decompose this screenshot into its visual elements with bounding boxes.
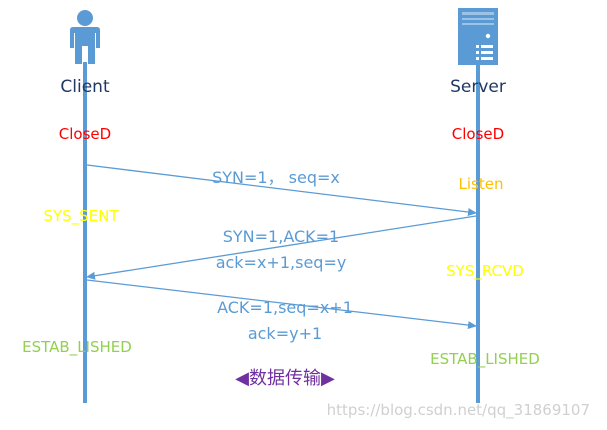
- watermark: https://blog.csdn.net/qq_31869107: [327, 401, 590, 420]
- server-state-listen: Listen: [459, 175, 504, 193]
- data-transfer-text: 数据传输: [249, 368, 321, 389]
- data-transfer-label: ◀数据传输▶: [235, 368, 335, 389]
- server-state-established: ESTAB_LISHED: [430, 350, 540, 369]
- syn-ack-arrow: [86, 215, 477, 280]
- client-state-closed: CloseD: [59, 125, 111, 143]
- server-state-syn-rcvd: SYS_RCVD: [446, 262, 524, 281]
- client-label: Client: [60, 77, 110, 97]
- person-icon: [70, 10, 100, 64]
- left-arrow-icon: ◀: [235, 368, 249, 389]
- syn-arrow: [86, 164, 477, 216]
- ack-arrow: [86, 279, 477, 330]
- client-state-established: ESTAB_LISHED: [22, 338, 132, 357]
- syn-ack-message-line-2: ack=x+1,seq=y: [216, 253, 347, 272]
- server-icon: [458, 8, 498, 65]
- right-arrow-icon: ▶: [321, 368, 335, 389]
- ack-message-line-1: ACK=1,seq=x+1: [217, 298, 353, 317]
- client-state-syn-sent: SYS_SENT: [43, 207, 119, 226]
- server-label: Server: [450, 77, 506, 97]
- ack-message-line-2: ack=y+1: [248, 324, 322, 343]
- syn-ack-message-line-1: SYN=1,ACK=1: [223, 227, 339, 246]
- server-state-closed: CloseD: [452, 125, 504, 143]
- syn-message-label: SYN=1， seq=x: [212, 168, 340, 187]
